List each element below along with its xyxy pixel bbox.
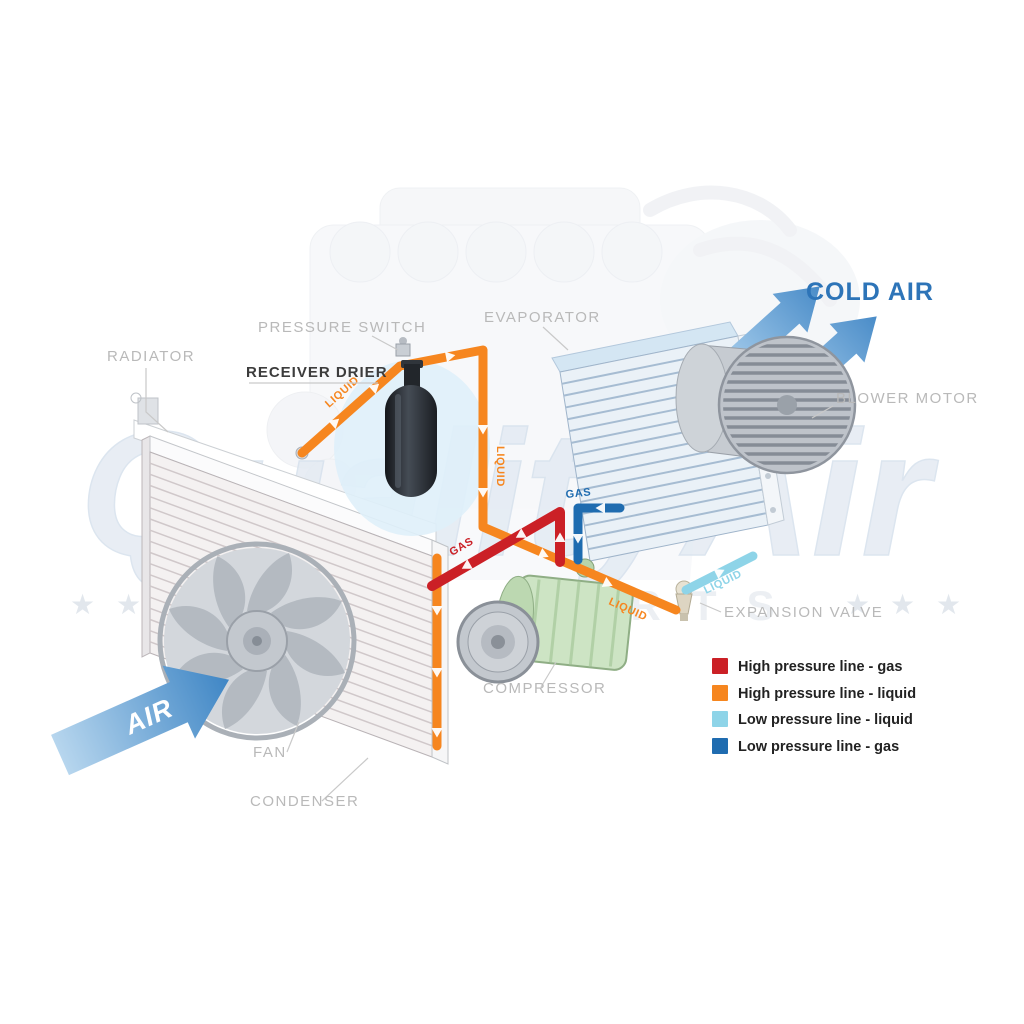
radiator-label: RADIATOR [107, 348, 195, 365]
pressure-switch-label: PRESSURE SWITCH [258, 319, 426, 336]
legend-swatch-high-gas [712, 658, 728, 674]
lp-gas-label: GAS [565, 486, 592, 501]
legend-label-high-gas: High pressure line - gas [738, 659, 902, 675]
watermark-star-icon: ★ [116, 588, 141, 621]
cold-air-label: COLD AIR [806, 278, 934, 306]
label-leaders [145, 326, 834, 802]
blower-motor [675, 335, 857, 475]
legend-swatch-low-gas [712, 738, 728, 754]
legend-swatch-high-liquid [712, 685, 728, 701]
high-pressure-gas-line [427, 507, 565, 591]
expansion-valve-label: EXPANSION VALVE [724, 604, 883, 621]
evaporator-label: EVAPORATOR [484, 309, 601, 326]
legend-swatch-low-liquid [712, 711, 728, 727]
legend-label-low-gas: Low pressure line - gas [738, 739, 899, 755]
watermark-star-icon: ★ [70, 588, 95, 621]
fan-label: FAN [253, 744, 287, 761]
compressor-label: COMPRESSOR [483, 680, 606, 697]
hp-liquid-label: LIQUID [494, 446, 506, 487]
component-labels: RADIATOR PRESSURE SWITCH EVAPORATOR RECE… [107, 278, 979, 810]
legend: High pressure line - gas High pressure l… [712, 658, 916, 755]
receiver-drier [385, 360, 437, 497]
high-pressure-liquid-line [297, 345, 681, 615]
legend-label-high-liquid: High pressure line - liquid [738, 686, 916, 702]
refrigerant-lines [297, 345, 758, 751]
pressure-switch [395, 337, 411, 357]
legend-label-low-liquid: Low pressure line - liquid [738, 712, 913, 728]
compressor [456, 558, 634, 684]
watermark-star-icon: ★ [845, 588, 870, 621]
condenser-label: CONDENSER [250, 793, 359, 810]
fan-blades [169, 553, 345, 729]
watermark-star-icon: ★ [936, 588, 961, 621]
receiver-drier-label: RECEIVER DRIER [246, 364, 388, 381]
watermark-star-icon: ★ [890, 588, 915, 621]
blower-motor-label: BLOWER MOTOR [836, 390, 979, 407]
